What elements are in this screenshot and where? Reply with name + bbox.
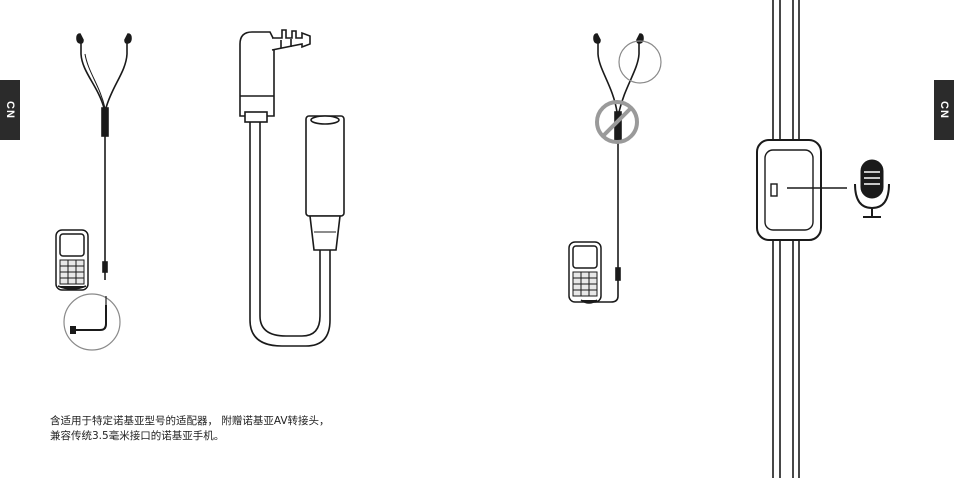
av-adapter-cable-icon [240, 30, 344, 346]
caption-line-1: 含适用于特定诺基亚型号的适配器， 附赠诺基亚AV转接头， [50, 414, 450, 429]
phone-icon [56, 230, 88, 290]
right-illustration [477, 0, 954, 478]
caption-line-2: 兼容传统3.5毫米接口的诺基亚手机。 [50, 429, 450, 444]
magnifier-circle [619, 41, 661, 83]
phone-icon [569, 242, 601, 303]
microphone-icon [855, 160, 889, 217]
left-page: CN [0, 0, 477, 478]
remote-control-icon [757, 0, 847, 478]
adapter-plug-icon [64, 294, 120, 350]
caption: 含适用于特定诺基亚型号的适配器， 附赠诺基亚AV转接头， 兼容传统3.5毫米接口… [50, 414, 450, 444]
left-illustration [0, 0, 477, 478]
right-page: CN [477, 0, 954, 478]
